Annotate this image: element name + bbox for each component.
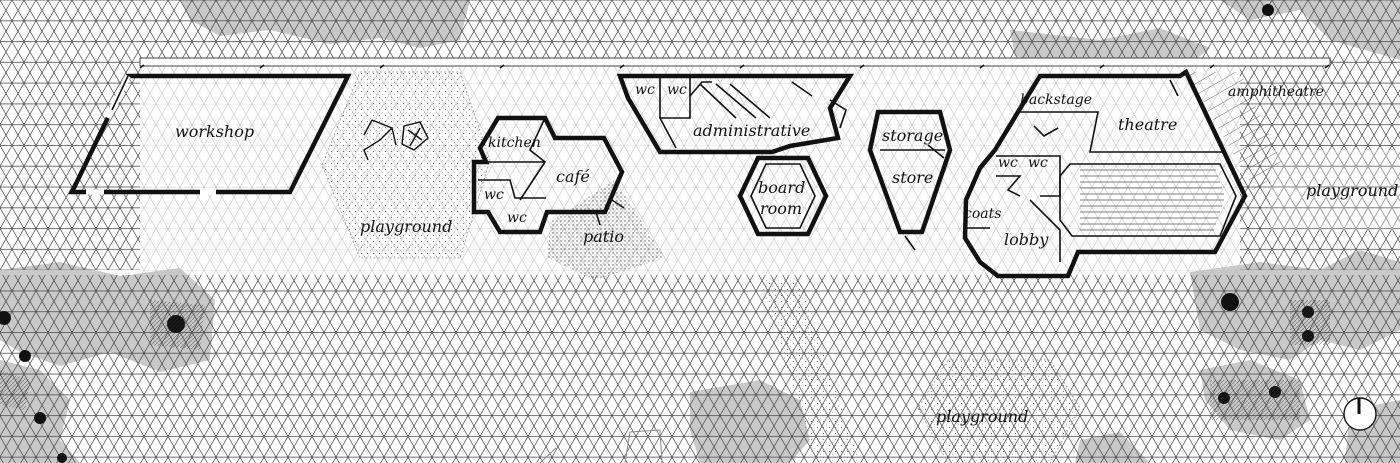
label-cafe: café xyxy=(556,167,590,186)
label-playground-south: playground xyxy=(936,407,1028,426)
amphitheatre-steps xyxy=(1185,72,1285,190)
label-room: room xyxy=(760,199,802,218)
north-arrow-icon xyxy=(1343,397,1377,431)
board-room-building xyxy=(737,155,829,237)
label-lobby: lobby xyxy=(1004,230,1049,249)
label-coats: coats xyxy=(964,206,1001,222)
label-patio: patio xyxy=(583,227,624,246)
trees xyxy=(0,4,1330,463)
label-playground: playground xyxy=(360,217,452,236)
label-playground-east: playground xyxy=(1306,181,1398,200)
storage-building xyxy=(867,109,953,251)
workshop-building xyxy=(68,73,352,195)
label-workshop: workshop xyxy=(175,122,254,141)
label-wc: wc xyxy=(507,210,527,226)
playground-area-south xyxy=(917,359,1081,463)
label-administrative: administrative xyxy=(693,121,810,140)
label-wc: wc xyxy=(998,155,1018,171)
room-labels: workshop playground kitchen café wc wc p… xyxy=(175,82,1398,426)
playground-area-east xyxy=(1270,150,1400,230)
label-backstage: backstage xyxy=(1020,92,1092,108)
play-structure-icon xyxy=(363,119,429,161)
label-wc: wc xyxy=(484,187,504,203)
playground-area xyxy=(321,71,491,259)
walkway-ticks xyxy=(139,64,1330,69)
label-wc: wc xyxy=(635,82,655,98)
label-wc: wc xyxy=(667,82,687,98)
theatre-building xyxy=(962,68,1248,279)
label-amphitheatre: amphitheatre xyxy=(1228,84,1324,100)
walkway-edge xyxy=(139,57,1331,67)
label-storage: storage xyxy=(882,126,943,145)
label-theatre: theatre xyxy=(1118,115,1177,134)
label-board: board xyxy=(758,178,805,197)
south-path xyxy=(760,278,860,463)
label-store: store xyxy=(892,168,933,187)
label-kitchen: kitchen xyxy=(488,135,541,151)
label-wc: wc xyxy=(1028,155,1048,171)
roads xyxy=(539,429,663,463)
patio-area xyxy=(548,180,665,280)
administrative-building xyxy=(616,73,855,155)
cafe-building xyxy=(471,115,625,235)
